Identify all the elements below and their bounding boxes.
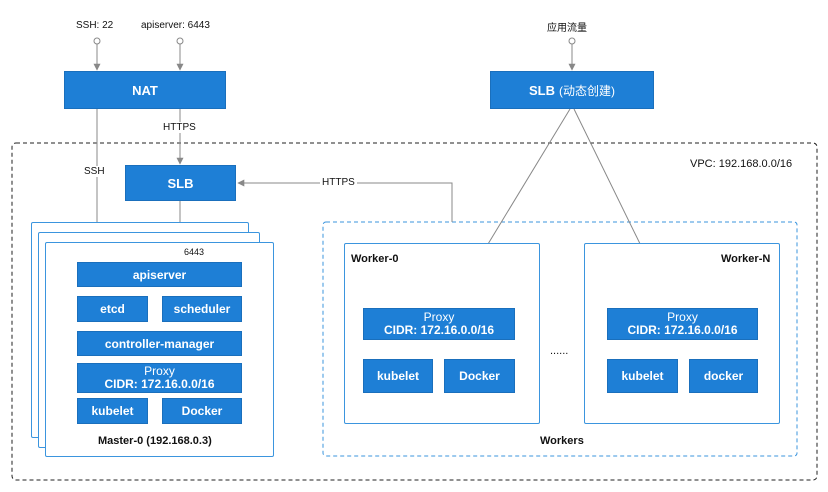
workers-boundary [322, 221, 798, 457]
nat-label: NAT [132, 82, 158, 98]
worker-slb-https-label: HTTPS [320, 177, 357, 188]
worker-0-proxy-label: Proxy [423, 310, 455, 324]
worker-n-proxy-box[interactable]: Proxy CIDR: 172.16.0.0/16 [607, 308, 758, 340]
worker-0-proxy-box[interactable]: Proxy CIDR: 172.16.0.0/16 [363, 308, 515, 340]
master-controller-manager-box[interactable]: controller-manager [77, 331, 242, 356]
nat-box[interactable]: NAT [64, 71, 226, 109]
slb-box[interactable]: SLB [125, 165, 236, 201]
master-scheduler-label: scheduler [173, 302, 231, 316]
apiserver-port-6443-label: 6443 [184, 247, 205, 257]
master-proxy-cidr-label: CIDR: 172.16.0.0/16 [104, 377, 215, 391]
worker-n-kubelet-label: kubelet [621, 369, 664, 383]
workers-ellipsis: ...... [550, 345, 569, 357]
worker-0-proxy-cidr-label: CIDR: 172.16.0.0/16 [383, 323, 495, 337]
master-etcd-box[interactable]: etcd [77, 296, 148, 322]
worker-n-docker-label: docker [703, 369, 744, 383]
master-title: Master-0 (192.168.0.3) [98, 435, 212, 447]
worker-n-proxy-label: Proxy [667, 310, 698, 324]
worker-0-docker-box[interactable]: Docker [444, 359, 515, 393]
apiserver-port-icon [176, 37, 184, 45]
master-kubelet-label: kubelet [91, 404, 134, 418]
worker-0-title: Worker-0 [351, 253, 399, 265]
master-apiserver-label: apiserver [132, 267, 187, 282]
app-traffic-label: 应用流量 [547, 23, 587, 34]
vpc-label: VPC: 192.168.0.0/16 [690, 158, 793, 170]
master-proxy-box[interactable]: Proxy CIDR: 172.16.0.0/16 [77, 363, 242, 393]
worker-n-proxy-cidr-label: CIDR: 172.16.0.0/16 [627, 323, 738, 337]
master-controller-manager-label: controller-manager [104, 336, 215, 351]
worker-n-title: Worker-N [721, 253, 771, 265]
master-apiserver-box[interactable]: apiserver [77, 262, 242, 287]
workers-to-slb-edge [237, 179, 453, 222]
ssh-port-icon [93, 37, 101, 45]
worker-n-docker-box[interactable]: docker [689, 359, 758, 393]
slb-label: SLB [167, 175, 194, 191]
apiserver-port-label: apiserver: 6443 [141, 20, 210, 31]
master-proxy-label: Proxy [144, 364, 175, 378]
master-etcd-label: etcd [100, 302, 125, 316]
worker-0-docker-label: Docker [459, 369, 500, 383]
workers-title: Workers [540, 435, 584, 447]
slb-dynamic-suffix: (动态创建) [559, 83, 615, 98]
nat-master-ssh-label: SSH [83, 166, 106, 177]
ssh-port-label: SSH: 22 [76, 20, 114, 31]
slb-dynamic-box[interactable]: SLB (动态创建) [490, 71, 654, 109]
master-docker-box[interactable]: Docker [162, 398, 242, 424]
vpc-boundary [11, 142, 818, 481]
master-kubelet-box[interactable]: kubelet [77, 398, 148, 424]
master-scheduler-box[interactable]: scheduler [162, 296, 242, 322]
app-traffic-port-icon [568, 37, 576, 45]
worker-n-kubelet-box[interactable]: kubelet [607, 359, 678, 393]
slb-dynamic-label: SLB [529, 82, 555, 98]
worker-0-kubelet-label: kubelet [376, 369, 419, 383]
worker-0-kubelet-box[interactable]: kubelet [363, 359, 433, 393]
nat-slb-https-label: HTTPS [162, 122, 197, 133]
master-docker-label: Docker [181, 404, 223, 418]
